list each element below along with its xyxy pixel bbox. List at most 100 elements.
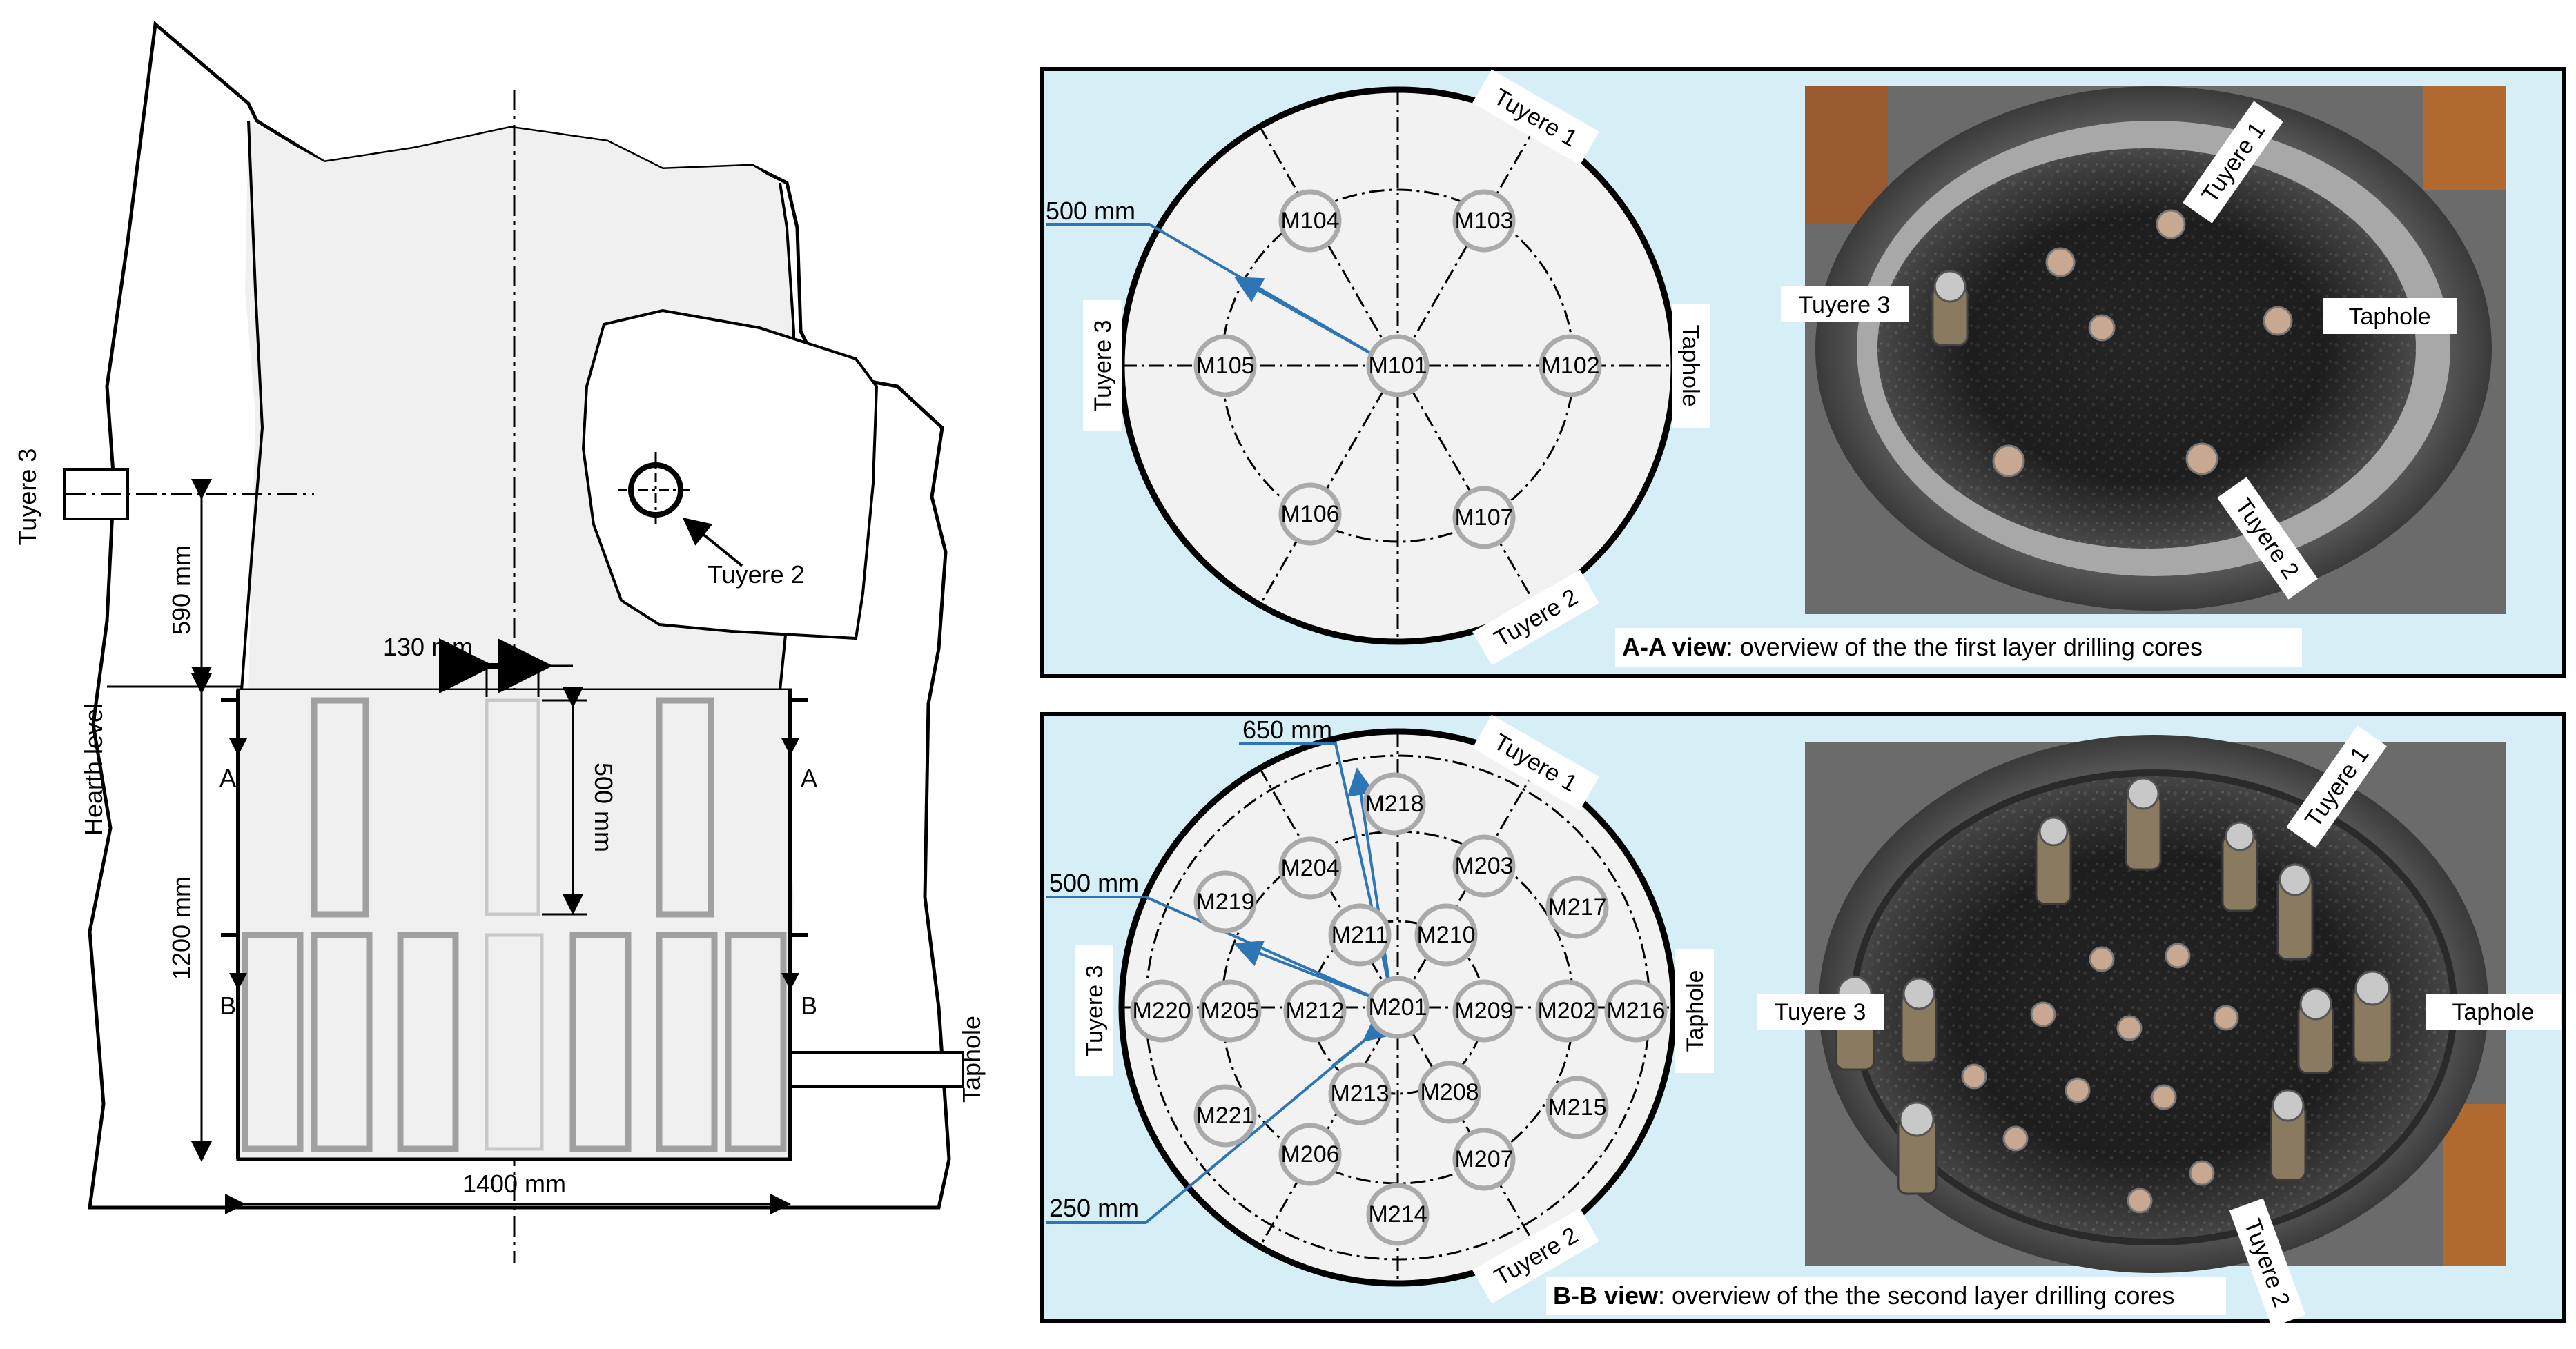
svg-text:M215: M215 [1548, 1094, 1606, 1121]
bb-core-m221: M221 [1193, 1084, 1257, 1148]
section-marker-b-left: B [219, 933, 247, 1020]
aa-core-m107: M107 [1452, 486, 1516, 549]
aa-core-m101: M101 [1366, 334, 1430, 397]
svg-text:Taphole: Taphole [2452, 999, 2534, 1025]
svg-text:Tuyere 3: Tuyere 3 [1090, 320, 1116, 412]
svg-text:M107: M107 [1454, 504, 1513, 531]
bb-core-m213: M213 [1328, 1062, 1392, 1125]
dim-1400-label: 1400 mm [462, 1170, 566, 1198]
svg-text:A: A [219, 764, 236, 792]
bb-core-m209: M209 [1452, 979, 1516, 1043]
aa-caption-box [1615, 628, 2302, 667]
bb-core-m215: M215 [1545, 1076, 1609, 1139]
bb-caption-bold: B-B view [1553, 1281, 1659, 1310]
core-bottom-4 [485, 933, 544, 1151]
svg-text:M205: M205 [1200, 998, 1259, 1024]
svg-text:M212: M212 [1285, 998, 1344, 1024]
tuyere2-leader [682, 517, 743, 567]
section-marker-b-right: B [781, 933, 817, 1020]
aa-taphole-label: Taphole [1672, 304, 1710, 428]
aa-photo [1805, 86, 2506, 614]
aa-caption-bold: A-A view [1622, 633, 1727, 661]
aa-photo-taphole-label: Taphole [2323, 298, 2457, 334]
svg-text:M201: M201 [1368, 994, 1427, 1021]
core-top-1 [311, 697, 369, 918]
svg-text:M209: M209 [1454, 998, 1513, 1024]
bb-core-m207: M207 [1452, 1128, 1516, 1191]
core-bottom-2 [311, 932, 373, 1152]
bb-core-m210: M210 [1414, 903, 1478, 967]
svg-text:Tuyere 3: Tuyere 3 [1799, 292, 1891, 318]
core-top-3 [656, 697, 714, 918]
svg-text:M217: M217 [1548, 894, 1606, 920]
svg-text:M208: M208 [1420, 1079, 1479, 1105]
core-top-2 [485, 698, 540, 916]
aa-core-m103: M103 [1452, 189, 1516, 253]
bb-radius-250-leader [1046, 1037, 1368, 1224]
svg-text:M214: M214 [1368, 1201, 1427, 1228]
svg-text:M218: M218 [1365, 791, 1423, 817]
svg-text:M207: M207 [1454, 1146, 1513, 1172]
svg-text:B: B [801, 992, 817, 1020]
svg-text:M104: M104 [1280, 208, 1339, 234]
svg-text:Taphole: Taphole [2348, 304, 2430, 330]
core-bottom-3 [397, 932, 459, 1152]
aa-photo-tuyere3-label: Tuyere 3 [1781, 286, 1909, 322]
aa-caption: A-A view: overview of the the first laye… [1622, 633, 2203, 661]
left-wall-line [240, 120, 264, 691]
svg-text:M106: M106 [1280, 501, 1339, 527]
bb-core-m206: M206 [1278, 1123, 1342, 1186]
bb-core-m205: M205 [1198, 979, 1262, 1043]
aa-core-m104: M104 [1278, 189, 1342, 253]
svg-text:M210: M210 [1416, 922, 1475, 948]
bb-core-m201: M201 [1366, 976, 1430, 1039]
bb-core-m203: M203 [1452, 834, 1516, 898]
bb-tuyere3-label: Tuyere 3 [1075, 945, 1113, 1076]
bb-core-m211: M211 [1328, 903, 1392, 967]
bb-caption: B-B view: overview of the the second lay… [1553, 1281, 2174, 1310]
svg-text:M206: M206 [1280, 1141, 1339, 1168]
dim-1200-label: 1200 mm [167, 876, 195, 980]
core-bottom-1 [242, 932, 304, 1152]
aa-view-panel: 500 mm M101 M102 M103 M104 M105 M106 M10… [1040, 67, 2566, 678]
aa-caption-rest: : overview of the the first layer drilli… [1726, 633, 2203, 661]
bb-view-panel: 650 mm 500 mm 250 mm M201 M202 M203 M204… [1040, 712, 2566, 1328]
aa-radius-label: 500 mm [1046, 197, 1135, 225]
furnace-section-diagram: Tuyere 2 Tuyere 3 590 mm Hearth level 12… [13, 21, 986, 1263]
svg-text:M213: M213 [1330, 1081, 1389, 1107]
bb-core-m220: M220 [1130, 979, 1193, 1043]
bb-photo-taphole-label: Taphole [2426, 994, 2561, 1030]
bb-core-m204: M204 [1278, 836, 1342, 900]
core-bottom-6 [656, 932, 718, 1152]
bb-caption-rest: : overview of the the second layer drill… [1658, 1281, 2174, 1310]
svg-text:A: A [801, 764, 817, 792]
bb-caption-box [1546, 1277, 2226, 1315]
aa-tuyere3-label: Tuyere 3 [1083, 300, 1122, 431]
bb-core-m219: M219 [1193, 870, 1257, 934]
svg-text:M211: M211 [1331, 922, 1389, 948]
dim-590-label: 590 mm [167, 545, 195, 635]
svg-text:B: B [219, 992, 236, 1020]
core-bottom-7 [725, 932, 787, 1152]
bb-radius-500-leader [1046, 896, 1381, 1002]
svg-text:M204: M204 [1280, 855, 1339, 881]
bb-radius-500-label: 500 mm [1049, 869, 1139, 897]
tuyere3-side-label: Tuyere 3 [13, 449, 41, 546]
core-bottom-5 [569, 932, 632, 1152]
bb-taphole-label: Taphole [1675, 949, 1714, 1073]
tuyere2-label: Tuyere 2 [708, 560, 805, 589]
bb-core-m216: M216 [1604, 979, 1668, 1043]
aa-radius-leader [1046, 223, 1382, 360]
section-marker-a-right: A [781, 698, 817, 792]
svg-text:M101: M101 [1368, 353, 1427, 379]
taphole-label: Taphole [957, 1016, 986, 1103]
tuyere2-cavity [581, 308, 879, 640]
svg-text:Taphole: Taphole [1677, 324, 1704, 406]
svg-text:M221: M221 [1196, 1103, 1254, 1129]
dim-130-label: 130 mm [383, 633, 473, 661]
svg-text:Tuyere 3: Tuyere 3 [1775, 999, 1866, 1025]
bb-core-m212: M212 [1283, 979, 1347, 1043]
svg-text:M103: M103 [1454, 208, 1513, 234]
hearth-level-label: Hearth level [79, 703, 108, 836]
